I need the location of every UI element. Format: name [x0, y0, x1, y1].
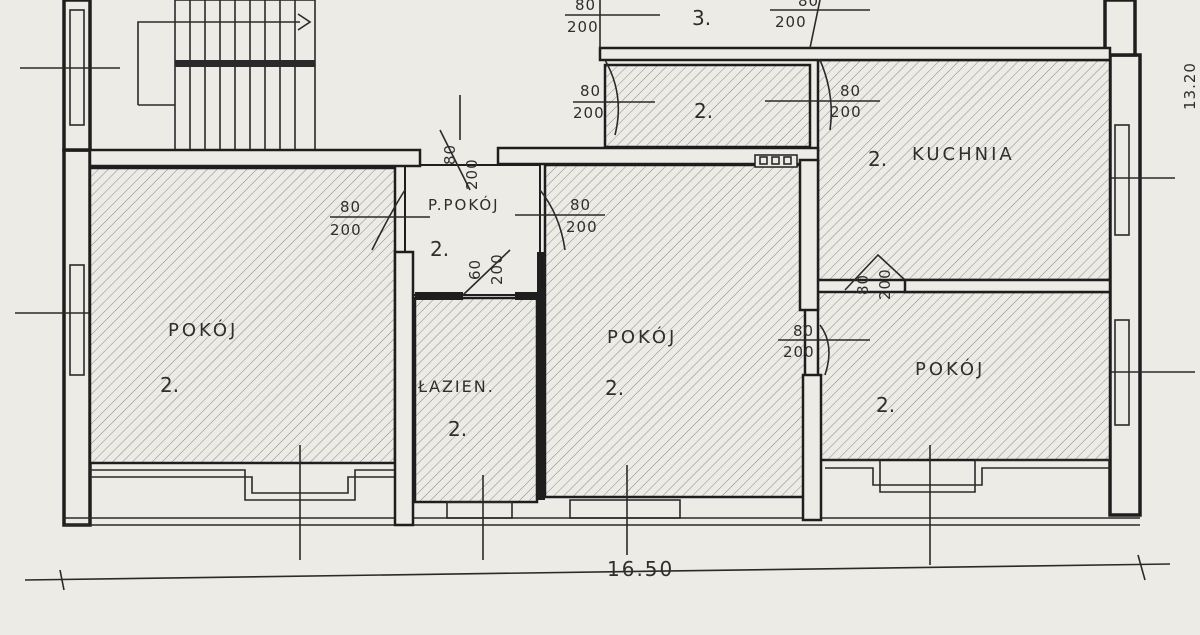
kitchen-name: KUCHNIA — [912, 144, 1015, 165]
total-width-dimension: 16.50 — [607, 557, 674, 581]
door-hall-top-height: 200 — [463, 158, 481, 190]
middle-room-name: POKÓJ — [607, 326, 677, 348]
door-corr-right-height: 200 — [830, 103, 862, 121]
left-room-name: POKÓJ — [168, 319, 238, 341]
door-hall-left-width: 80 — [340, 198, 361, 216]
door-kitchen-width: 80 — [854, 274, 872, 295]
door-hall-right-width: 80 — [570, 196, 591, 214]
door-corr-right-width: 80 — [840, 82, 861, 100]
top-landing-level: 3. — [692, 6, 711, 30]
door-hall-top-width: 80 — [441, 144, 459, 165]
door-hall-right-height: 200 — [566, 218, 598, 236]
door-bath-width: 60 — [466, 259, 484, 280]
door-top-left-height: 200 — [567, 18, 599, 36]
kitchen-level: 2. — [868, 147, 887, 171]
middle-room — [543, 163, 807, 499]
door-corr-left-width: 80 — [580, 82, 601, 100]
hall-name: P.POKÓJ — [428, 195, 500, 214]
bathroom-name: ŁAZIEN. — [417, 377, 495, 396]
interior-walls — [88, 46, 1112, 527]
door-swings — [371, 0, 906, 376]
door-top-right-width: 80 — [798, 0, 819, 10]
door-right-room-height: 200 — [783, 343, 815, 361]
hall-level: 2. — [430, 237, 449, 261]
door-bath-height: 200 — [488, 253, 506, 285]
door-right-room-width: 80 — [793, 322, 814, 340]
bathroom — [413, 296, 539, 504]
upper-corridor-level: 2. — [694, 99, 713, 123]
side-partial-dimension: 13.20 — [1181, 62, 1199, 110]
bathroom-level: 2. — [448, 417, 467, 441]
door-top-left-width: 80 — [575, 0, 596, 14]
staircase — [137, 0, 316, 151]
door-hall-left-height: 200 — [330, 221, 362, 239]
dimension-line — [24, 95, 1171, 591]
door-top-right-height: 200 — [775, 13, 807, 31]
middle-room-level: 2. — [605, 376, 624, 400]
door-kitchen-height: 200 — [876, 268, 894, 300]
left-room-level: 2. — [160, 373, 179, 397]
right-room-level: 2. — [876, 393, 895, 417]
hall — [404, 164, 541, 296]
upper-corridor — [603, 63, 812, 149]
door-corr-left-height: 200 — [573, 104, 605, 122]
kitchen — [816, 58, 1112, 282]
door-label-lines — [330, 9, 880, 341]
right-room-name: POKÓJ — [915, 358, 985, 380]
